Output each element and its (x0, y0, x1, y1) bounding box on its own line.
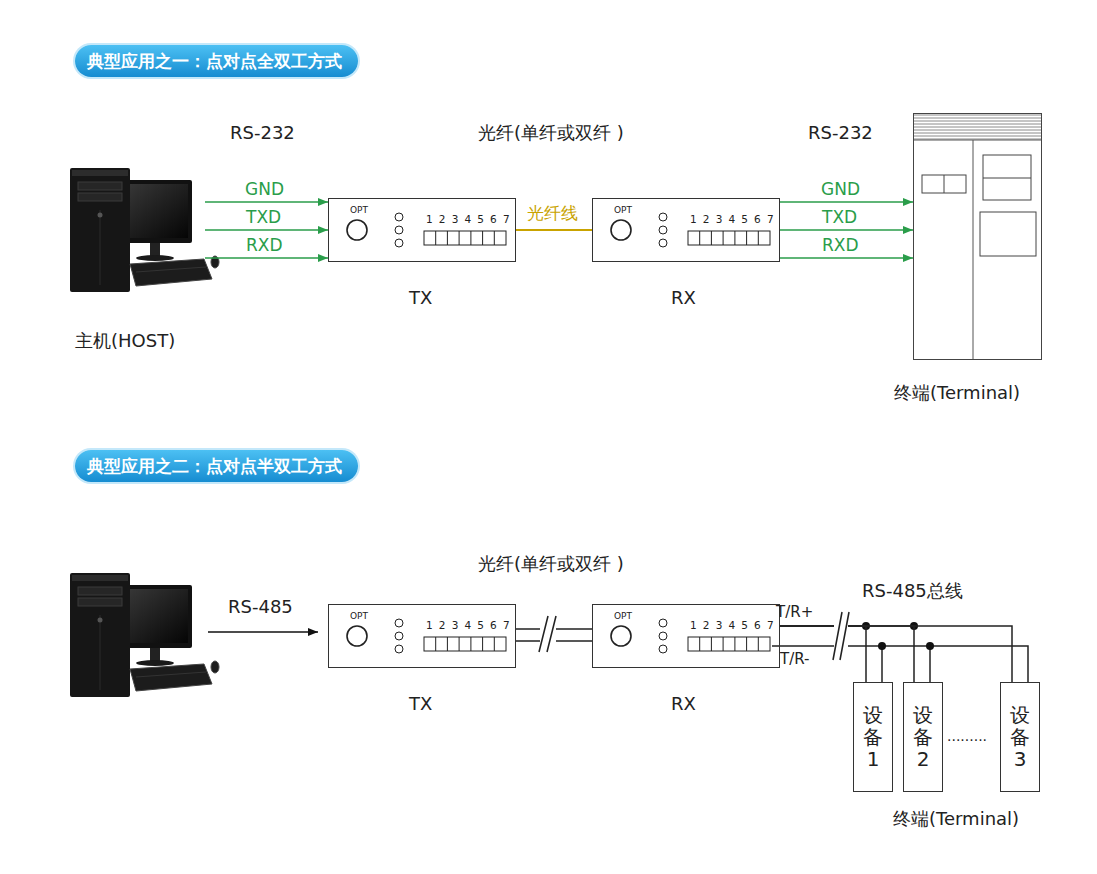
signal-arrow (780, 201, 913, 203)
banner-title: 典型应用之一：点对点全双工方式 (87, 50, 342, 72)
port-label: OPT (614, 205, 632, 215)
signal-name: T/R- (780, 650, 809, 668)
switch-numbers: 1 2 3 4 5 6 7 (690, 619, 775, 631)
section-banner: 典型应用之二：点对点半双工方式 (75, 450, 358, 482)
rs485-arrow (208, 631, 318, 633)
signal-arrow (780, 257, 913, 259)
terminal-label: 终端(Terminal) (894, 382, 1020, 404)
fiber-label: 光纤线 (527, 203, 578, 223)
wire (516, 629, 592, 641)
ellipsis: ......... (947, 728, 987, 745)
device-box: 设备2 (903, 682, 943, 792)
host-computer-icon (70, 168, 219, 292)
cabinet-drawing (914, 114, 1041, 140)
port-label: OPT (350, 611, 368, 621)
bus-wire (881, 646, 883, 682)
signal-label: TXD (822, 207, 857, 227)
interface-label: RS-232 (808, 122, 873, 144)
cabinet-drawing (913, 114, 1042, 359)
converter-box: OPT1 2 3 4 5 6 7TX (328, 604, 516, 668)
signal-label: RXD (246, 235, 283, 255)
wire (780, 626, 866, 682)
signal-arrow (780, 229, 913, 231)
terminal-cabinet: 终端(Terminal) (913, 113, 1042, 360)
switch-numbers: 1 2 3 4 5 6 7 (426, 619, 511, 631)
fiber-note: 光纤(单纤或双纤 ) (478, 553, 624, 575)
cabinet-drawing (980, 212, 1036, 256)
cabinet-drawing (973, 140, 974, 359)
wire (780, 626, 1012, 682)
switch-numbers: 1 2 3 4 5 6 7 (690, 213, 775, 225)
signal-label: RXD (822, 235, 859, 255)
cabinet-drawing (922, 175, 966, 193)
device-box: 设备1 (853, 682, 893, 792)
fiber-note: 光纤(单纤或双纤 ) (478, 122, 624, 144)
device-label: 设备3 (1010, 704, 1030, 770)
signal-arrow (205, 257, 328, 259)
break-mark (547, 616, 556, 652)
port-label: OPT (614, 611, 632, 621)
bus-wire (772, 646, 1028, 682)
interface-label: RS-232 (230, 122, 295, 144)
converter-box: OPT1 2 3 4 5 6 7RX (592, 604, 780, 668)
device-box: 设备3 (1000, 682, 1040, 792)
cabinet-drawing (983, 178, 1031, 179)
terminal-label: 终端(Terminal) (893, 808, 1019, 830)
break-mark (840, 612, 849, 660)
junction-dot (926, 642, 934, 650)
port-label: OPT (350, 205, 368, 215)
section-banner: 典型应用之一：点对点全双工方式 (75, 45, 358, 77)
signal-label: GND (245, 179, 284, 199)
rs485-arrow (208, 632, 318, 633)
signal-label: TXD (246, 207, 281, 227)
signal-arrow (205, 201, 328, 203)
cabinet-drawing (983, 155, 1031, 200)
banner-title: 典型应用之二：点对点半双工方式 (87, 455, 342, 477)
signal-arrow (205, 229, 328, 231)
unit-label: RX (671, 287, 696, 309)
cabinet-drawing (944, 175, 945, 193)
bus-wire (929, 646, 931, 682)
host-label: 主机(HOST) (75, 330, 175, 352)
unit-label: TX (409, 287, 432, 309)
device-label: 设备2 (913, 704, 933, 770)
signal-label: GND (821, 179, 860, 199)
break-mark (539, 616, 548, 652)
bus-label: RS-485总线 (862, 580, 963, 602)
signal-name: T/R+ (776, 603, 813, 621)
host-computer: 主机(HOST) (70, 165, 205, 295)
junction-dot (878, 642, 886, 650)
host-computer-icon (70, 573, 219, 697)
converter-box: OPT1 2 3 4 5 6 7RX (592, 198, 780, 262)
unit-label: RX (671, 693, 696, 715)
fiber-line (516, 229, 592, 231)
bus-wire (772, 646, 1028, 682)
device-label: 设备1 (863, 704, 883, 770)
interface-label: RS-485 (228, 596, 293, 618)
cabinet-drawing (913, 140, 1042, 141)
unit-label: TX (409, 693, 432, 715)
converter-box: OPT1 2 3 4 5 6 7TX (328, 198, 516, 262)
switch-numbers: 1 2 3 4 5 6 7 (426, 213, 511, 225)
wire (780, 626, 914, 682)
